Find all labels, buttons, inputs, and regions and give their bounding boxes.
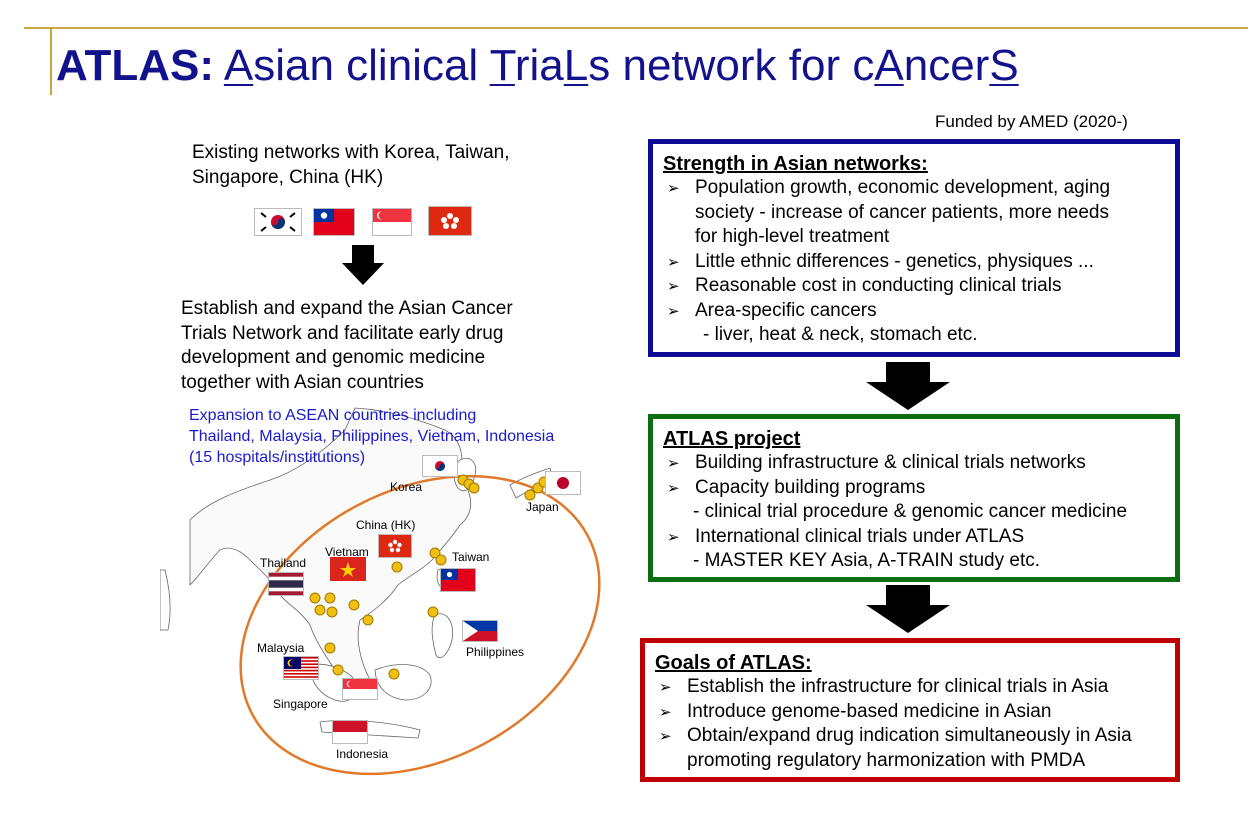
goals-box: Goals of ATLAS: Establish the infrastruc… bbox=[640, 638, 1180, 782]
expansion-text: Expansion to ASEAN countries including T… bbox=[189, 407, 555, 466]
strength-list: Population growth, economic development,… bbox=[663, 176, 1175, 323]
strength-title: Strength in Asian networks: bbox=[663, 153, 928, 175]
hongkong-map-flag-icon bbox=[378, 534, 412, 558]
establish-text: Establish and expand the Asian Cancer Tr… bbox=[181, 298, 513, 393]
project-subnote-1: - clinical trial procedure & genomic can… bbox=[693, 501, 1128, 522]
list-item: Little ethnic differences - genetics, ph… bbox=[663, 250, 1175, 275]
vietnam-flag-icon bbox=[330, 557, 366, 581]
map-label-singapore: Singapore bbox=[273, 697, 328, 711]
project-list: Building infrastructure & clinical trial… bbox=[663, 451, 1175, 500]
down-arrow-icon bbox=[342, 245, 384, 285]
list-item: Obtain/expand drug indication simultaneo… bbox=[655, 724, 1175, 773]
map-label-indonesia: Indonesia bbox=[336, 747, 389, 761]
funding-note: Funded by AMED (2020-) bbox=[935, 112, 1128, 131]
indonesia-flag-icon bbox=[332, 720, 368, 744]
map-label-thailand: Thailand bbox=[260, 556, 307, 570]
slide-title: ATLAS: Asian clinical TriaLs network for… bbox=[56, 41, 1019, 90]
down-arrow-icon bbox=[866, 585, 950, 633]
list-item: International clinical trials under ATLA… bbox=[663, 525, 1175, 550]
strength-box: Strength in Asian networks: Population g… bbox=[648, 139, 1180, 357]
map-label-taiwan: Taiwan bbox=[452, 550, 490, 564]
korea-map-flag-icon bbox=[422, 455, 458, 477]
singapore-map-flag-icon bbox=[342, 678, 378, 700]
list-item: Reasonable cost in conducting clinical t… bbox=[663, 274, 1175, 299]
project-list-2: International clinical trials under ATLA… bbox=[663, 525, 1175, 550]
strength-subnote: - liver, heat & neck, stomach etc. bbox=[703, 324, 978, 345]
goals-list: Establish the infrastructure for clinica… bbox=[655, 675, 1175, 773]
atlas-project-box: ATLAS project Building infrastructure & … bbox=[648, 414, 1180, 582]
malaysia-flag-icon bbox=[283, 656, 319, 680]
list-item: Capacity building programs bbox=[663, 476, 1175, 501]
map-label-vietnam: Vietnam bbox=[325, 545, 369, 559]
map-label-malaysia: Malaysia bbox=[257, 641, 305, 655]
thailand-flag-icon bbox=[268, 572, 304, 596]
list-item: Building infrastructure & clinical trial… bbox=[663, 451, 1175, 476]
existing-networks-text: Existing networks with Korea, Taiwan, Si… bbox=[192, 142, 510, 188]
taiwan-flag-icon bbox=[313, 208, 355, 236]
hongkong-flag-icon bbox=[428, 206, 472, 236]
goals-title: Goals of ATLAS: bbox=[655, 652, 812, 674]
map-label-philippines: Philippines bbox=[466, 645, 525, 659]
taiwan-map-flag-icon bbox=[440, 568, 476, 592]
project-title: ATLAS project bbox=[663, 428, 801, 450]
header-rule bbox=[24, 27, 1248, 29]
korea-flag-icon bbox=[254, 208, 302, 236]
project-subnote-2: - MASTER KEY Asia, A-TRAIN study etc. bbox=[693, 550, 1041, 571]
list-item: Introduce genome-based medicine in Asian bbox=[655, 700, 1175, 725]
down-arrow-icon bbox=[866, 362, 950, 410]
philippines-flag-icon bbox=[462, 620, 498, 642]
japan-flag-icon bbox=[545, 471, 581, 495]
map-label-korea: Korea bbox=[390, 480, 423, 494]
map-label-japan: Japan bbox=[526, 500, 559, 514]
header-side-rule bbox=[50, 27, 52, 95]
list-item: Area-specific cancers bbox=[663, 299, 1175, 324]
singapore-flag-icon bbox=[372, 208, 412, 236]
list-item: Establish the infrastructure for clinica… bbox=[655, 675, 1175, 700]
list-item: Population growth, economic development,… bbox=[663, 176, 1175, 250]
map-label-china: China (HK) bbox=[356, 518, 416, 532]
